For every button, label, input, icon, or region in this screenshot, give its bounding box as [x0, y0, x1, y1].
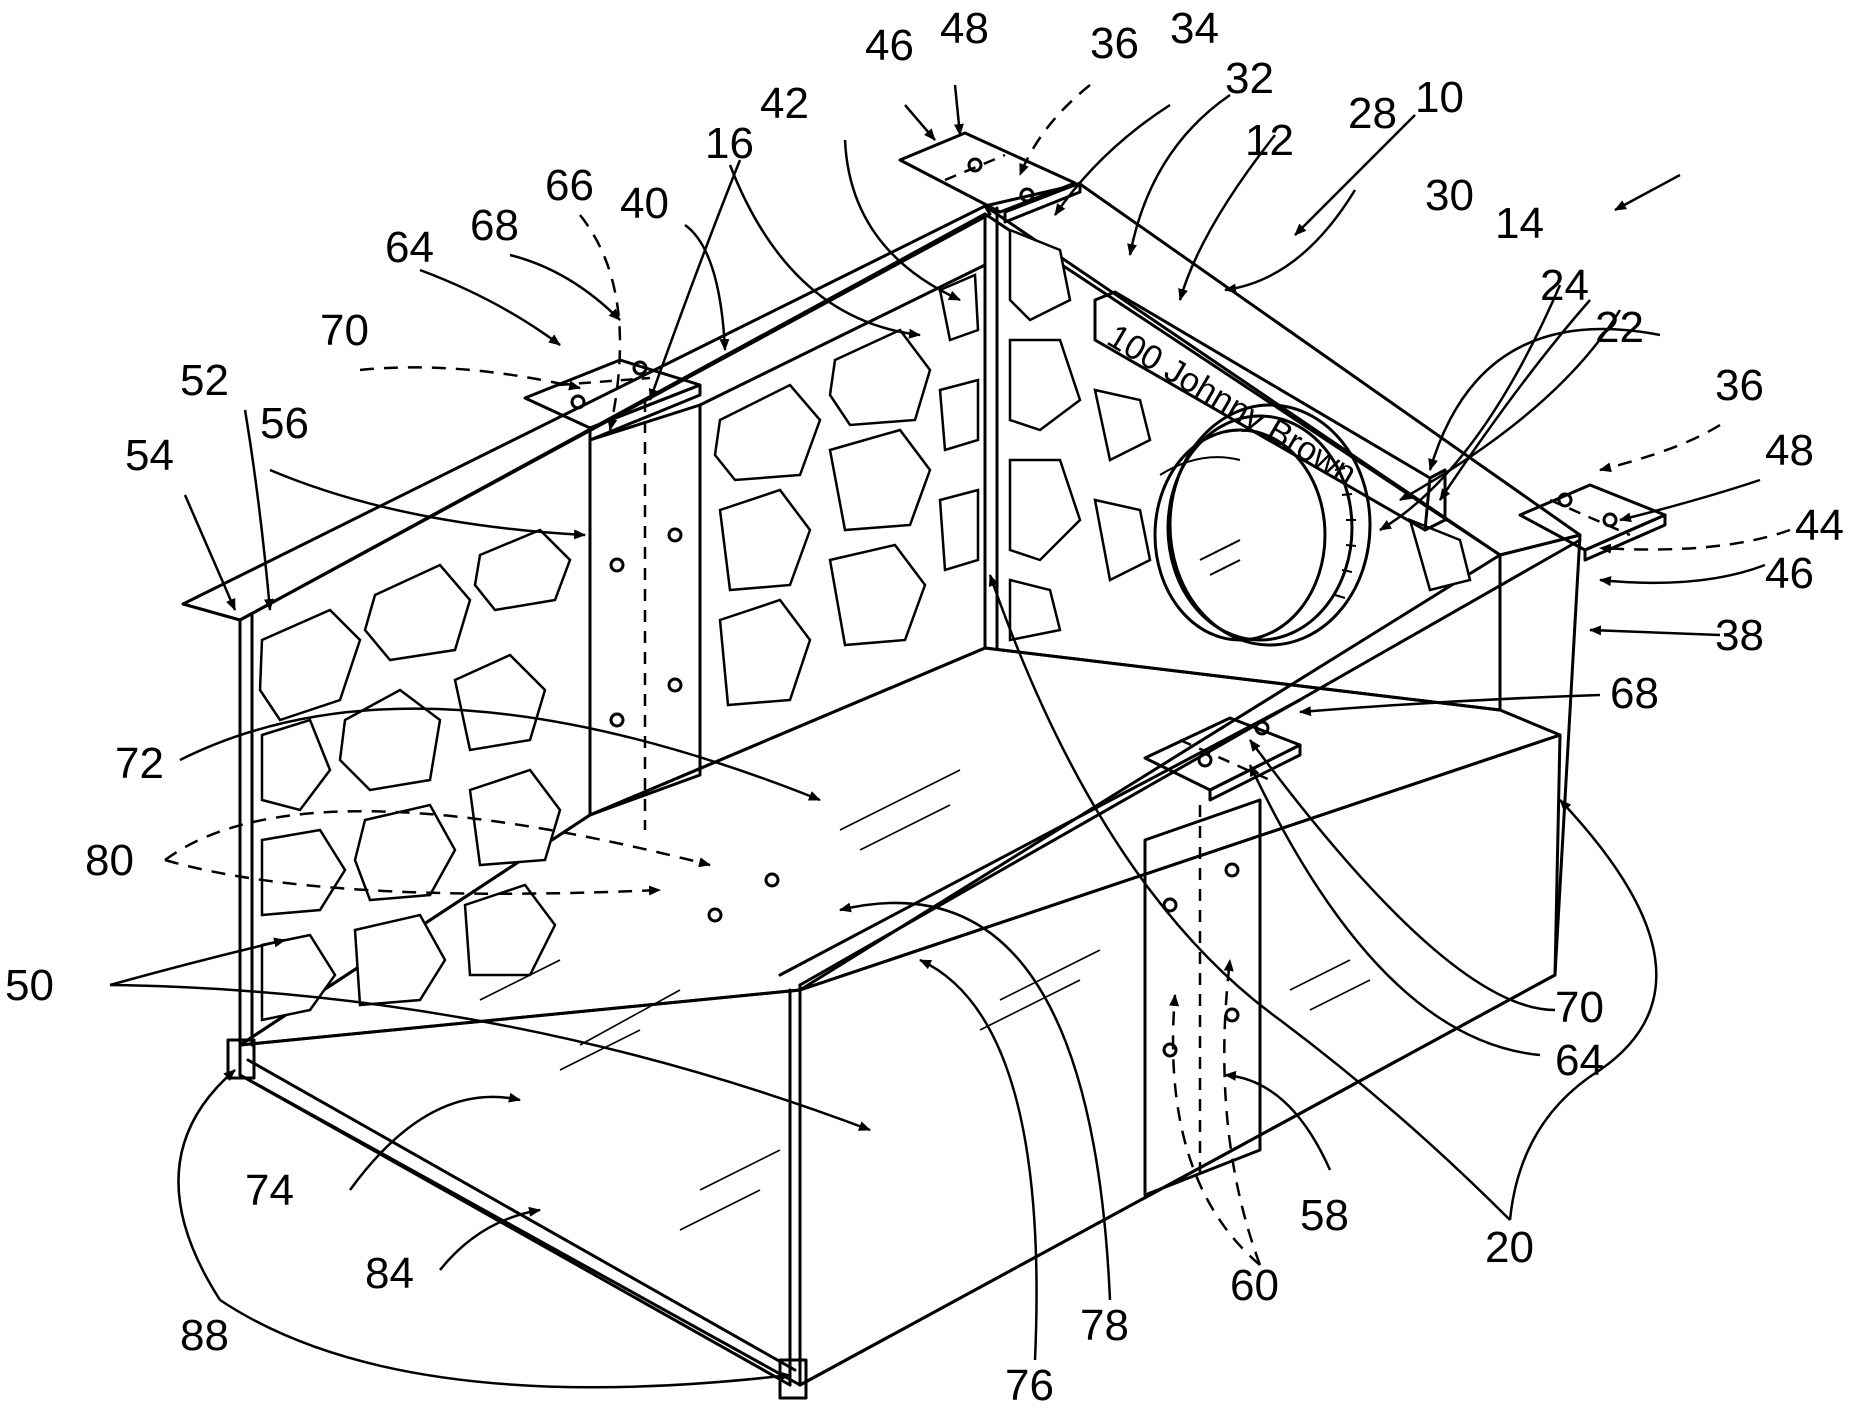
ref-76: 76: [1005, 1361, 1054, 1409]
ref-68b: 68: [1610, 669, 1659, 718]
ref-36b: 36: [1715, 361, 1764, 410]
ref-22: 22: [1595, 303, 1644, 352]
ref-38: 38: [1715, 611, 1764, 660]
ref-44: 44: [1795, 501, 1844, 550]
divider-strip-58: [1145, 800, 1260, 1195]
ref-28: 28: [1348, 89, 1397, 138]
ref-42: 42: [760, 79, 809, 128]
ref-60: 60: [1230, 1261, 1279, 1310]
ref-40: 40: [620, 179, 669, 228]
ref-16: 16: [705, 119, 754, 168]
ref-12: 12: [1245, 116, 1294, 165]
ref-46b: 46: [1765, 549, 1814, 598]
ref-66: 66: [545, 161, 594, 210]
ref-32: 32: [1225, 54, 1274, 103]
ref-80: 80: [85, 836, 134, 885]
ref-46a: 46: [865, 21, 914, 70]
ref-48b: 48: [1765, 426, 1814, 475]
ref-64a: 64: [385, 223, 434, 272]
ref-14: 14: [1495, 199, 1544, 248]
ref-20: 20: [1485, 1223, 1534, 1272]
corner-foot-right: [780, 1360, 806, 1398]
front-right-panel: [800, 735, 1560, 1385]
ref-72: 72: [115, 739, 164, 788]
ref-78: 78: [1080, 1301, 1129, 1350]
ref-24: 24: [1540, 261, 1589, 310]
ref-74: 74: [245, 1166, 294, 1215]
address-plaque: 100 Johnny Brown: [1095, 292, 1445, 530]
ref-84: 84: [365, 1249, 414, 1298]
ref-54: 54: [125, 431, 174, 480]
ref-30: 30: [1425, 171, 1474, 220]
ref-70a: 70: [320, 306, 369, 355]
ref-50: 50: [5, 961, 54, 1010]
ref-68a: 68: [470, 201, 519, 250]
right-wall: [800, 535, 1580, 1385]
ref-56: 56: [260, 399, 309, 448]
ref-36a: 36: [1090, 19, 1139, 68]
ref-34: 34: [1170, 4, 1219, 53]
ref-88: 88: [180, 1311, 229, 1360]
ref-52: 52: [180, 356, 229, 405]
ref-48a: 48: [940, 4, 989, 53]
ref-64b: 64: [1555, 1036, 1604, 1085]
right-wall-rim-inner: [780, 700, 1300, 975]
bracket-top: [900, 133, 1075, 212]
bottom-rod: [240, 1075, 790, 1385]
ref-10: 10: [1415, 73, 1464, 122]
ref-58: 58: [1300, 1191, 1349, 1240]
stone-pattern: [260, 230, 1470, 1020]
ref-70b: 70: [1555, 983, 1604, 1032]
